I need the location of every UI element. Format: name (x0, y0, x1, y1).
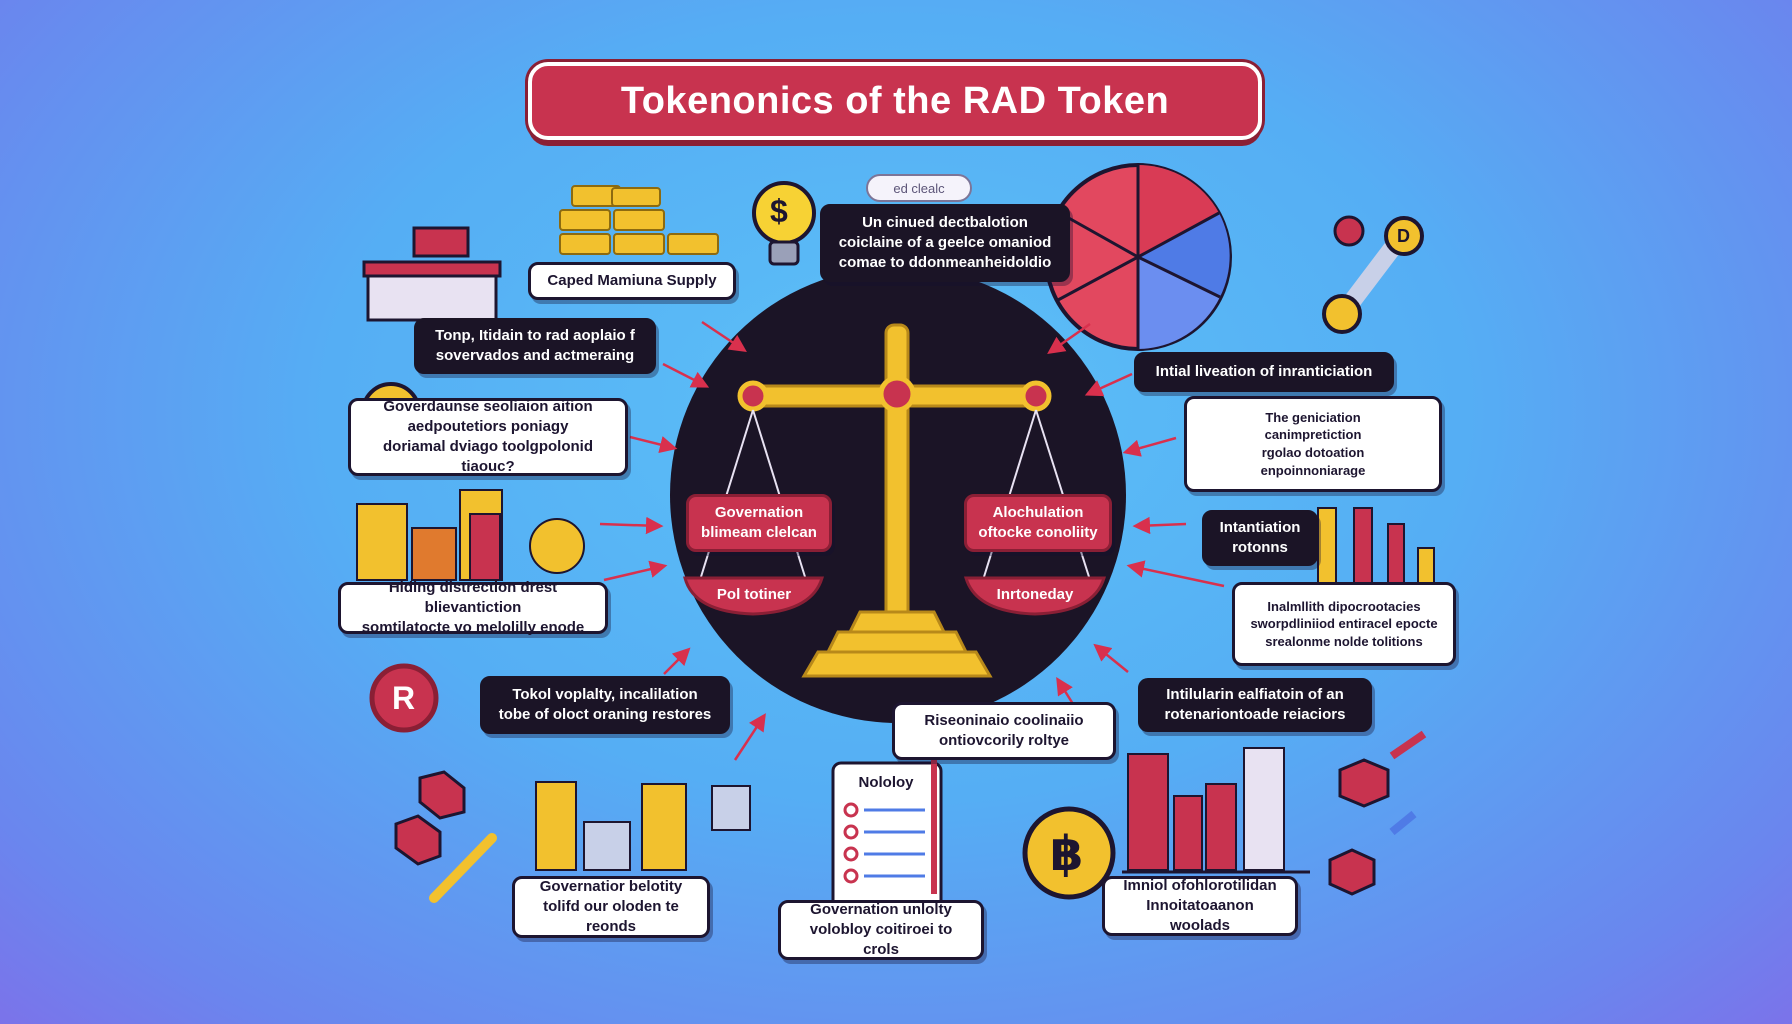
bottom-hexagons-icon (394, 770, 497, 903)
category-badge: ed clealc (866, 174, 972, 202)
generation-card: The geniciation canimpretiction rgolao d… (1184, 396, 1442, 492)
left-coin-bars-icon (356, 489, 585, 581)
inanial-callout: Imniol ofohlorotilidan Innoitatoaanon wo… (1102, 876, 1298, 936)
r-gear-icon (369, 663, 439, 733)
governance-unilty-callout: Governation unlolty volobloy coitiroei t… (778, 900, 984, 960)
tokens-hold-callout: Tonp, Itidain to rad aoplaio f sovervado… (414, 318, 656, 374)
bottom-right-bars-icon (1122, 747, 1310, 874)
holding-distribution-callout: Hidlng distrection drest blievantiction … (338, 579, 608, 636)
distribution-callout: Un cinued dectbalotion coiclaine of a ge… (820, 204, 1070, 282)
r-gear-symbol: R (392, 680, 416, 716)
allocation-pie-icon (1044, 163, 1232, 351)
coin-stack-icon (559, 185, 719, 255)
document-icon (831, 760, 943, 915)
balance-scale-icon (683, 323, 1107, 678)
right-bars-icon (1317, 507, 1435, 585)
inatalit-callout: Inalmllith dipocrootacies sworpdliniiod … (1232, 582, 1456, 666)
dollar-symbol: $ (770, 193, 788, 229)
left-pan-label: Pol totiner (716, 586, 792, 603)
rational-noaity-callout: Riseoninaio coolinaiio ontiovcorily rolt… (892, 702, 1116, 760)
bottom-coin-towers-icon (535, 781, 751, 871)
lightbulb-icon (752, 181, 816, 266)
governance-coin-callout: Goverdaunse seoliaion aition aedpoutetio… (348, 398, 628, 476)
store-icon (362, 226, 502, 322)
title-banner: Tokenonics of the RAD Token (528, 62, 1262, 140)
intantiation-rotonns-callout: Intantiation rotonns (1202, 510, 1318, 566)
right-pan-label: Inrtoneday (996, 586, 1074, 603)
bitcoin-coin-icon (1022, 806, 1116, 900)
wrench-coin-symbol: D (1397, 226, 1410, 246)
bitcoin-symbol: ฿ (1050, 828, 1084, 881)
initial-allocation-callout: Intial liveation of inranticiation (1134, 352, 1394, 392)
capped-supply-callout: Caped Mamiuna Supply (528, 262, 736, 300)
bottom-right-cubes-icon (1328, 730, 1427, 896)
token-volatility-callout: Tokol voplalty, incalilation tobe of olo… (480, 676, 730, 734)
wrench-icon (1322, 215, 1424, 334)
volatility-doc-heading: Nololoy (850, 770, 922, 796)
page-title: Tokenonics of the RAD Token (620, 79, 1170, 122)
connector-arrows (599, 320, 1225, 761)
left-plate-label: Governation blimeam clelcan (686, 494, 832, 552)
intitilation-callout: Intilularin ealfiatoin of an rotenariont… (1138, 678, 1372, 732)
governance-velocity-callout: Governatior belotity tolifd our oloden t… (512, 876, 710, 938)
right-plate-label: Alochulation oftocke conoliity (964, 494, 1112, 552)
